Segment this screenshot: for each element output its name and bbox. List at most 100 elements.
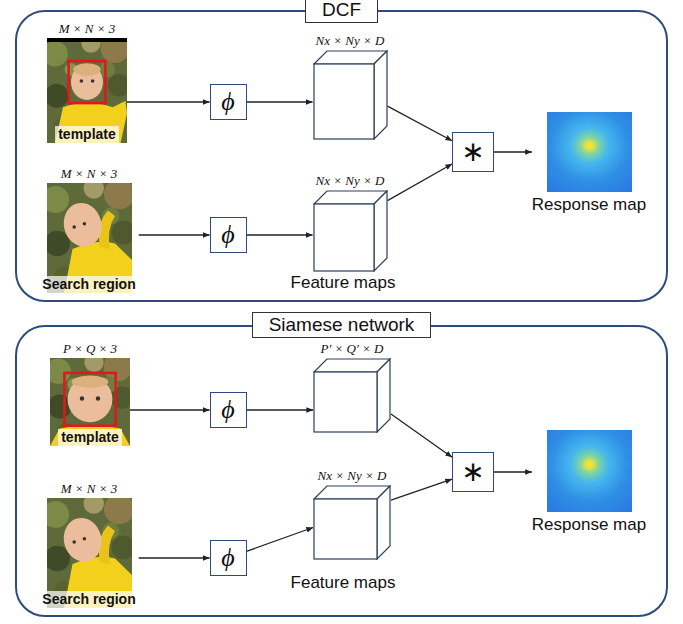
feature-cube: [313, 190, 388, 272]
arrow-connector: [494, 471, 532, 472]
feature-map-node: Nx × Ny × D: [313, 32, 388, 140]
foliage: [47, 546, 70, 572]
foliage: [50, 358, 71, 384]
foliage: [83, 183, 103, 199]
feature-map-node: P′ × Q′ × D: [313, 340, 391, 433]
cube-front: [314, 372, 377, 432]
arrow-connector: [388, 164, 453, 201]
image-caption: Search region: [39, 591, 138, 608]
eye: [80, 79, 84, 83]
arrow-connector: [494, 151, 532, 152]
panel: DCFM × N × 3templateϕNx × Ny × DM × N × …: [15, 10, 668, 302]
feature-cube: [313, 485, 391, 560]
hair: [72, 376, 109, 388]
foliage: [84, 358, 103, 372]
feature-extractor-box: ϕ: [210, 540, 247, 576]
foliage: [47, 501, 69, 528]
eye: [82, 222, 86, 226]
eye: [72, 540, 76, 544]
feature-extractor-box: ϕ: [210, 392, 247, 428]
dimension-label: P × Q × 3: [63, 340, 117, 358]
cube-front: [314, 204, 374, 271]
eye: [72, 225, 76, 229]
cube-side: [377, 359, 390, 432]
convolution-symbol: ∗: [461, 457, 484, 487]
convolution-symbol: ∗: [461, 137, 484, 167]
foliage: [111, 221, 131, 245]
dimension-label: M × N × 3: [61, 480, 118, 498]
dimension-label: Nx × Ny × D: [316, 32, 385, 50]
foliage: [111, 536, 131, 560]
dimension-label: M × N × 3: [59, 20, 116, 38]
correlation-box: ∗: [452, 132, 494, 172]
foliage: [47, 41, 68, 67]
arrow-connector: [247, 101, 313, 102]
foliage: [47, 231, 70, 257]
arrow-connector: [139, 557, 210, 558]
feature-map-node: Nx × Ny × D: [313, 172, 388, 272]
face: [58, 514, 106, 566]
phi-symbol: ϕ: [221, 220, 234, 250]
dimension-label: Nx × Ny × D: [316, 172, 385, 190]
shirt: [55, 101, 127, 143]
heatmap: [547, 112, 632, 192]
bounding-box: [64, 373, 115, 426]
phi-symbol: ϕ: [221, 395, 234, 425]
image-node: M × N × 3 Search region: [39, 480, 138, 608]
response-map: [547, 430, 632, 512]
image-border: [47, 38, 127, 42]
image-caption: template: [55, 126, 119, 143]
hair: [73, 63, 100, 76]
feature-cube: [313, 358, 391, 433]
dimension-label: P′ × Q′ × D: [321, 340, 384, 358]
panel-title: DCF: [305, 0, 378, 23]
foliage: [103, 183, 131, 209]
group-label: Feature maps: [291, 572, 396, 593]
feature-cube: [313, 50, 388, 140]
foliage: [103, 498, 131, 524]
feature-extractor-box: ϕ: [210, 84, 247, 120]
face: [58, 199, 106, 251]
dimension-label: Nx × Ny × D: [318, 467, 387, 485]
eye: [80, 396, 84, 400]
response-label: Response map: [532, 514, 646, 535]
cube-side: [374, 51, 387, 139]
foliage: [108, 74, 127, 96]
bounding-box: [69, 61, 106, 103]
image-node: M × N × 3Search region: [39, 165, 138, 293]
response-map: [547, 112, 632, 192]
heatmap: [547, 430, 632, 512]
arrow-connector: [127, 101, 210, 102]
image-node: P × Q × 3 template: [50, 340, 130, 446]
foliage: [47, 84, 69, 108]
foliage: [83, 498, 103, 514]
phi-symbol: ϕ: [221, 543, 234, 573]
cube-side: [377, 486, 390, 559]
face: [68, 376, 113, 422]
cube-front: [314, 499, 377, 559]
panel-title: Siamese network: [252, 312, 432, 338]
arrow-connector: [130, 409, 210, 410]
eye: [91, 79, 95, 83]
arrow-connector: [139, 234, 210, 235]
correlation-box: ∗: [452, 452, 494, 492]
arrow-connector: [247, 527, 314, 551]
cube-side: [374, 191, 387, 271]
image-caption: template: [58, 429, 122, 446]
arrow-connector: [247, 409, 314, 410]
foliage: [47, 186, 69, 213]
arrow-connector: [388, 106, 453, 141]
response-node: Response map: [532, 112, 646, 215]
phi-symbol: ϕ: [221, 87, 234, 117]
feature-extractor-box: ϕ: [210, 217, 247, 253]
shirt: [50, 425, 130, 446]
feature-map-node: Nx × Ny × D: [313, 467, 391, 560]
arrow-connector: [391, 479, 452, 500]
eye: [82, 537, 86, 541]
group-label: Feature maps: [291, 272, 396, 293]
response-node: Response map: [532, 430, 646, 535]
eye: [96, 396, 100, 400]
arrow-connector: [391, 414, 452, 457]
cube-front: [314, 64, 374, 139]
